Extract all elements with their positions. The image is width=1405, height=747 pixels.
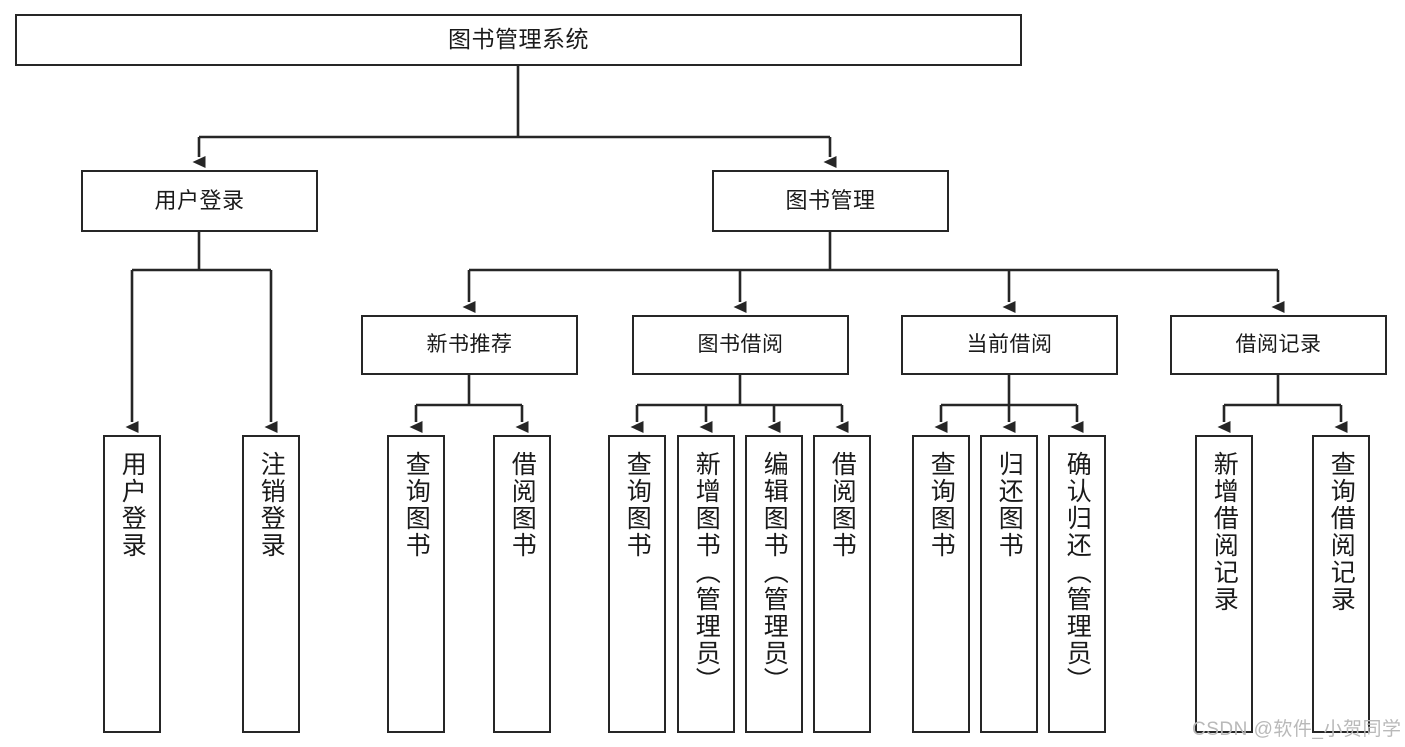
node-label: 确认归还（管理员） (1063, 451, 1092, 694)
node-label: 借阅记录 (1235, 333, 1322, 357)
node-label: 图书借阅 (697, 333, 784, 357)
node-label: 查询借阅记录 (1327, 451, 1356, 613)
node-leaf-query-book-1[interactable]: 查询图书 (387, 435, 445, 733)
node-label: 用户登录 (118, 451, 147, 559)
node-book-management[interactable]: 图书管理 (712, 170, 949, 232)
node-user-login[interactable]: 用户登录 (81, 170, 318, 232)
node-leaf-query-record[interactable]: 查询借阅记录 (1312, 435, 1370, 733)
node-leaf-borrow-book-1[interactable]: 借阅图书 (493, 435, 551, 733)
node-leaf-borrow-book-2[interactable]: 借阅图书 (813, 435, 871, 733)
node-current-borrow[interactable]: 当前借阅 (901, 315, 1118, 375)
node-label: 新书推荐 (426, 333, 513, 357)
node-label: 查询图书 (402, 451, 431, 559)
node-new-book-recommend[interactable]: 新书推荐 (361, 315, 578, 375)
node-leaf-logout-login[interactable]: 注销登录 (242, 435, 300, 733)
node-label: 借阅图书 (508, 451, 537, 559)
node-leaf-query-book-3[interactable]: 查询图书 (912, 435, 970, 733)
node-label: 当前借阅 (966, 333, 1053, 357)
node-leaf-add-book[interactable]: 新增图书（管理员） (677, 435, 735, 733)
node-label: 查询图书 (927, 451, 956, 559)
node-leaf-return-book[interactable]: 归还图书 (980, 435, 1038, 733)
node-root-system[interactable]: 图书管理系统 (15, 14, 1022, 66)
node-leaf-add-record[interactable]: 新增借阅记录 (1195, 435, 1253, 733)
node-label: 编辑图书（管理员） (760, 451, 789, 694)
csdn-watermark: CSDN @软件_小贺同学 (1192, 719, 1402, 740)
node-label: 新增图书（管理员） (692, 451, 721, 694)
node-label: 用户登录 (154, 187, 245, 213)
node-label: 归还图书 (995, 451, 1024, 559)
node-borrow-record[interactable]: 借阅记录 (1170, 315, 1387, 375)
node-label: 注销登录 (257, 451, 286, 559)
node-book-borrow[interactable]: 图书借阅 (632, 315, 849, 375)
node-label: 图书管理 (785, 187, 876, 213)
node-label: 图书管理系统 (448, 26, 589, 53)
node-leaf-query-book-2[interactable]: 查询图书 (608, 435, 666, 733)
node-label: 新增借阅记录 (1210, 451, 1239, 613)
node-label: 查询图书 (623, 451, 652, 559)
node-leaf-user-login[interactable]: 用户登录 (103, 435, 161, 733)
node-label: 借阅图书 (828, 451, 857, 559)
node-leaf-confirm-return[interactable]: 确认归还（管理员） (1048, 435, 1106, 733)
node-leaf-edit-book[interactable]: 编辑图书（管理员） (745, 435, 803, 733)
